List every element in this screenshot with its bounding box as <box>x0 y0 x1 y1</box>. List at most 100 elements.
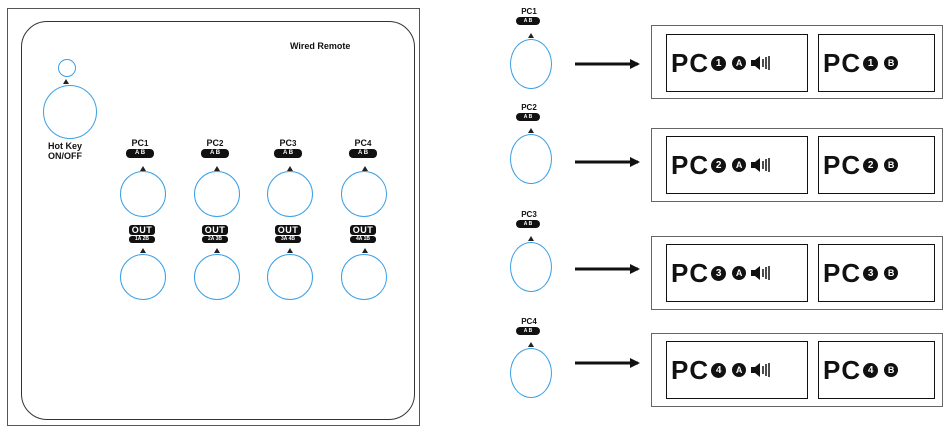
pointer <box>362 248 368 253</box>
pc3-button[interactable] <box>267 171 313 217</box>
pc-label-4: PC4 <box>348 138 378 149</box>
hotkey-button[interactable] <box>43 85 97 139</box>
display-pc-text: PC <box>823 48 862 78</box>
pc-label-1: PC1 <box>125 138 155 149</box>
remote-body <box>21 21 415 420</box>
ab-pill: A B <box>516 17 540 25</box>
port-badge: A <box>732 56 747 70</box>
speaker-icon <box>751 56 770 70</box>
out-button-group-2: OUT 2A 3B <box>202 225 228 243</box>
ab-pill: A B <box>516 220 540 228</box>
display-pc-text: PC <box>671 258 710 288</box>
ab-pill: A B <box>274 149 302 158</box>
pc-label-number: 3 <box>532 210 537 219</box>
pc4-button[interactable] <box>341 171 387 217</box>
speaker-icon <box>751 266 770 280</box>
pc-label-prefix: PC <box>521 317 533 326</box>
pc-label: PC4 <box>516 317 542 327</box>
pc-label-prefix: PC <box>521 7 533 16</box>
out4-button[interactable] <box>341 254 387 300</box>
pc-label-3: PC3 <box>273 138 303 149</box>
pc-label-prefix: PC <box>354 138 368 148</box>
pointer <box>528 236 534 241</box>
port-badge: B <box>884 363 899 377</box>
port-badge: A <box>732 266 747 280</box>
flow-pc3-button[interactable] <box>510 242 552 292</box>
port-badge: B <box>884 56 899 70</box>
pc-label-number: 1 <box>144 139 149 148</box>
pointer <box>214 248 220 253</box>
out-sub-label: 3A 4B <box>275 236 301 243</box>
display-pc-text: PC <box>823 355 862 385</box>
pc-label-2: PC2 <box>200 138 230 149</box>
out3-button[interactable] <box>267 254 313 300</box>
display-pc-number: 3 <box>711 265 727 281</box>
out-label: OUT <box>202 225 228 235</box>
out-button-group-1: OUT 1A 2B <box>129 225 155 243</box>
pc2-button[interactable] <box>194 171 240 217</box>
remote-outer-frame <box>7 8 420 426</box>
pc-label-prefix: PC <box>521 210 533 219</box>
display-pc-number: 2 <box>863 157 879 173</box>
pc-label-prefix: PC <box>521 103 533 112</box>
pointer <box>140 248 146 253</box>
port-badge: B <box>884 158 899 172</box>
pointer <box>214 166 220 171</box>
display-pc-text: PC <box>671 150 710 180</box>
out1-button[interactable] <box>120 254 166 300</box>
pointer <box>528 128 534 133</box>
speaker-icon <box>751 363 770 377</box>
pointer <box>287 248 293 253</box>
pc-label-number: 4 <box>367 139 372 148</box>
out2-button[interactable] <box>194 254 240 300</box>
pc1-button[interactable] <box>120 171 166 217</box>
flow-button-label-3: PC3 A B <box>516 210 542 228</box>
pc-label-prefix: PC <box>279 138 293 148</box>
pc-label-number: 4 <box>532 317 537 326</box>
flow-pc1-button[interactable] <box>510 39 552 89</box>
out-sub-label: 4A 1B <box>350 236 376 243</box>
display-pc-text: PC <box>823 258 862 288</box>
pc-button-group-4: PC4 A B <box>348 138 378 158</box>
speaker-icon <box>751 158 770 172</box>
out-label: OUT <box>350 225 376 235</box>
flow-button-label-4: PC4 A B <box>516 317 542 335</box>
hotkey-label-line1: Hot Key <box>47 141 82 151</box>
ab-pill: A B <box>126 149 154 158</box>
pc-label: PC3 <box>516 210 542 220</box>
pc-label-prefix: PC <box>206 138 220 148</box>
ab-pill: A B <box>516 113 540 121</box>
flow-pc4-button[interactable] <box>510 348 552 398</box>
out-sub-label: 2A 3B <box>202 236 228 243</box>
out-button-group-3: OUT 3A 4B <box>275 225 301 243</box>
out-label: OUT <box>275 225 301 235</box>
ab-pill: A B <box>349 149 377 158</box>
display-pc-number: 1 <box>711 55 727 71</box>
out-button-group-4: OUT 4A 1B <box>350 225 376 243</box>
display-pc-number: 4 <box>863 362 879 378</box>
out-label: OUT <box>129 225 155 235</box>
hotkey-label: Hot Key ON/OFF <box>30 141 100 161</box>
remote-title: Wired Remote <box>290 41 351 51</box>
pc-label-number: 1 <box>532 7 537 16</box>
out-sub-label: 1A 2B <box>129 236 155 243</box>
ab-pill: A B <box>516 327 540 335</box>
display-pc-number: 4 <box>711 362 727 378</box>
display-pc-text: PC <box>671 355 710 385</box>
pc-button-group-3: PC3 A B <box>273 138 303 158</box>
display-pc-text: PC <box>671 48 710 78</box>
pointer <box>140 166 146 171</box>
pc-label: PC2 <box>516 103 542 113</box>
port-badge: B <box>884 266 899 280</box>
pc-label-number: 2 <box>219 139 224 148</box>
display-pc-number: 2 <box>711 157 727 173</box>
display-pc-number: 1 <box>863 55 879 71</box>
flow-pc2-button[interactable] <box>510 134 552 184</box>
